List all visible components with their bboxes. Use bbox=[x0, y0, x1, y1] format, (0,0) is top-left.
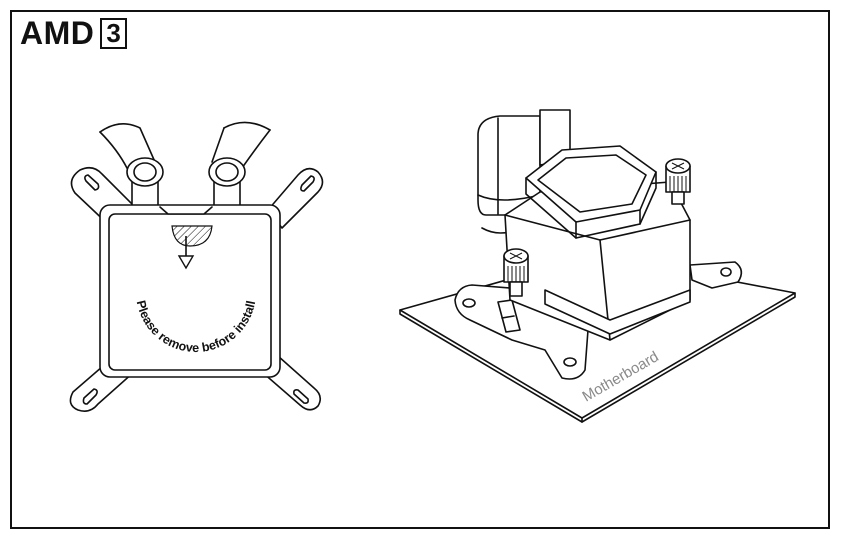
tube bbox=[99, 123, 156, 171]
brand-title: AMD bbox=[20, 15, 95, 51]
thumb-screw bbox=[665, 158, 691, 205]
step-header: AMD 3 bbox=[20, 17, 127, 49]
step-number-badge: 3 bbox=[100, 17, 127, 49]
diagram-frame bbox=[10, 10, 830, 529]
down-arrow-icon bbox=[177, 236, 195, 270]
mounting-bracket-arm bbox=[267, 167, 324, 229]
pump-body bbox=[504, 181, 691, 341]
thumb-screw bbox=[503, 248, 529, 297]
pull-tab-hatch bbox=[171, 225, 213, 247]
tube-fitting bbox=[208, 157, 246, 209]
hexagonal-pump-cap bbox=[525, 145, 657, 239]
tube bbox=[211, 121, 271, 169]
installed-pump-figure: Motherboard bbox=[399, 109, 796, 423]
pump-cover-figure: Please remove before install bbox=[69, 121, 324, 412]
tube-fitting bbox=[126, 157, 164, 209]
protective-cover bbox=[99, 204, 281, 378]
